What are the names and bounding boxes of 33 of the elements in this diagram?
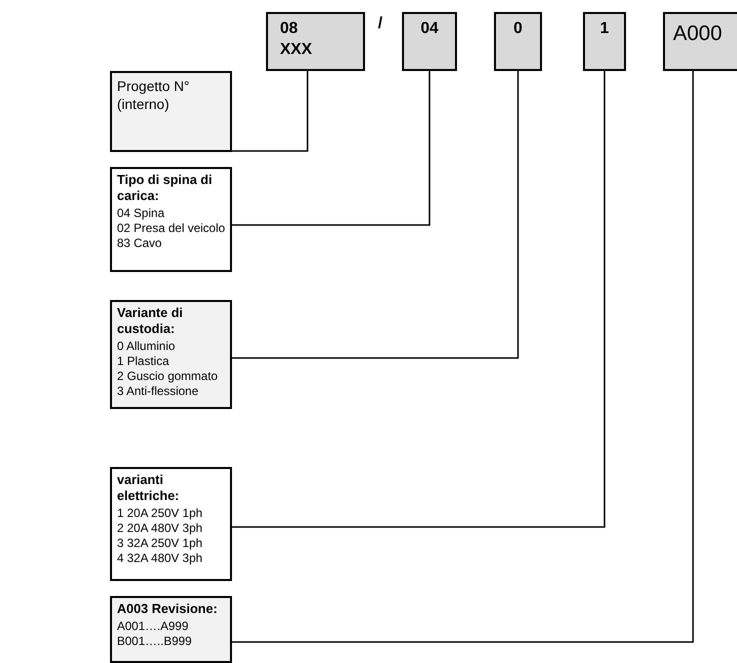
connector-line — [232, 71, 694, 643]
option-item: 3 Anti-flessione — [117, 384, 200, 399]
connector-line — [232, 71, 430, 226]
code-box: A000 — [663, 12, 737, 71]
option-item: B001…..B999 — [117, 634, 193, 649]
code-box: 08 XXX — [266, 12, 365, 71]
option-item: 4 32A 480V 3ph — [117, 551, 204, 566]
option-item: 83 Cavo — [117, 236, 163, 251]
connector-line — [232, 71, 606, 528]
code-box: 0 — [494, 12, 542, 71]
option-heading: Tipo di spina di carica: — [117, 172, 214, 204]
option-item: 1 20A 250V 1ph — [117, 506, 204, 521]
description-box — [110, 300, 232, 409]
option-item: 3 32A 250V 1ph — [117, 536, 204, 551]
description-box: Progetto N° (interno) — [110, 71, 232, 152]
connector-line — [232, 71, 519, 359]
separator-slash: / — [378, 14, 382, 34]
connector-line — [232, 71, 308, 152]
description-box — [110, 167, 232, 272]
option-item: 02 Presa del veicolo — [117, 221, 225, 236]
option-item: 0 Alluminio — [117, 339, 176, 354]
option-item: A001….A999 — [117, 619, 190, 634]
option-item: 04 Spina — [117, 206, 166, 221]
code-box: 1 — [583, 12, 626, 71]
option-item: 2 Guscio gommato — [117, 369, 219, 384]
option-heading: varianti elettriche: — [117, 472, 180, 504]
option-heading: A003 Revisione: — [117, 601, 218, 617]
option-item: 2 20A 480V 3ph — [117, 521, 204, 536]
option-item: 1 Plastica — [117, 354, 170, 369]
code-box: 04 — [402, 12, 457, 71]
option-heading: Variante di custodia: — [117, 305, 184, 337]
description-box — [110, 467, 232, 581]
description-box — [110, 596, 232, 663]
